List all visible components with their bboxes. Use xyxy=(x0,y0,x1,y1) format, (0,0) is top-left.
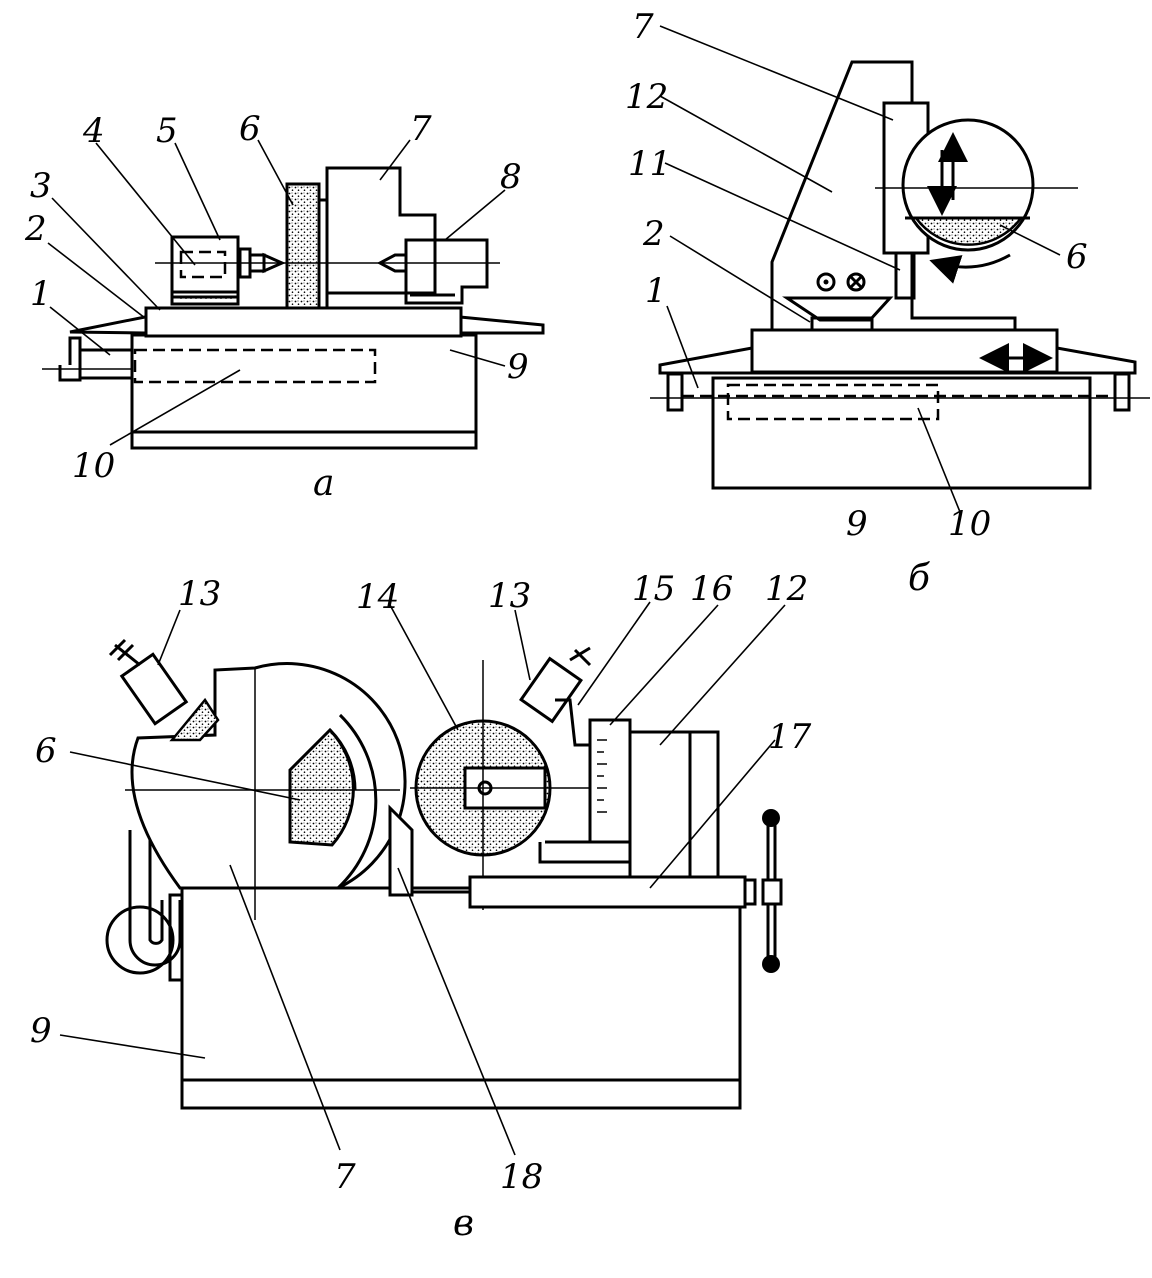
dresser-13-left xyxy=(108,638,189,726)
bed-9-b xyxy=(711,376,1092,490)
label-a-8: 8 xyxy=(500,157,522,197)
label-b-11: 11 xyxy=(628,144,671,184)
wheelhead-7-a xyxy=(325,166,437,295)
labels-b: 7 12 11 2 1 6 9 10 б xyxy=(625,7,1088,599)
lead-screw-10-a xyxy=(133,348,377,384)
label-a-5: 5 xyxy=(156,111,178,151)
handle-v xyxy=(761,809,783,973)
label-a-3: 3 xyxy=(30,166,52,206)
rest-18-v xyxy=(388,804,414,897)
label-b-6: 6 xyxy=(1066,237,1088,277)
label-b-12: 12 xyxy=(625,77,668,117)
label-a-7: 7 xyxy=(410,109,432,149)
label-v-13-right: 13 xyxy=(488,576,531,616)
label-v-7: 7 xyxy=(334,1157,356,1197)
label-b-2: 2 xyxy=(642,214,665,254)
label-v-18: 18 xyxy=(500,1157,543,1197)
caption-b: б xyxy=(908,558,931,599)
label-b-10: 10 xyxy=(948,504,991,544)
panel-v xyxy=(59,601,786,1156)
wheel-6-a xyxy=(285,182,321,310)
rod-17-v xyxy=(468,875,747,909)
label-b-9: 9 xyxy=(846,504,868,544)
table-2-a xyxy=(144,306,463,338)
bed-9-v xyxy=(180,886,742,1110)
headstock-5-a xyxy=(170,235,240,299)
label-v-13-left: 13 xyxy=(178,574,221,614)
label-a-2: 2 xyxy=(24,209,47,249)
label-v-14: 14 xyxy=(356,577,399,617)
label-v-15: 15 xyxy=(632,569,675,609)
tailstock-8-a xyxy=(404,238,489,305)
scale-16-v xyxy=(588,718,632,844)
label-v-6: 6 xyxy=(35,731,57,771)
panel-b xyxy=(650,25,1150,513)
slide-11-b xyxy=(894,251,916,300)
slide-12-v xyxy=(628,730,720,879)
caption-a: а xyxy=(313,463,334,504)
label-a-10: 10 xyxy=(72,446,115,486)
caption-v: в xyxy=(453,1203,474,1244)
wheel-6-b xyxy=(913,216,1024,246)
label-a-1: 1 xyxy=(30,274,52,314)
label-a-4: 4 xyxy=(82,111,105,151)
panel-a xyxy=(42,139,545,450)
dresser-13-right xyxy=(519,646,592,724)
label-v-9: 9 xyxy=(30,1011,52,1051)
label-a-9: 9 xyxy=(507,347,529,387)
labels-a: 1 2 3 4 5 6 7 8 9 10 а xyxy=(24,109,529,504)
label-b-7: 7 xyxy=(632,7,654,47)
label-b-1: 1 xyxy=(645,271,667,311)
labels-v: 13 14 13 15 16 12 17 6 9 7 18 в xyxy=(30,569,812,1244)
label-v-12: 12 xyxy=(765,569,808,609)
handwheel-1-a xyxy=(78,348,134,380)
label-a-6: 6 xyxy=(239,109,261,149)
label-v-16: 16 xyxy=(690,569,733,609)
label-v-17: 17 xyxy=(768,717,812,757)
lead-screw-10-b xyxy=(726,383,940,421)
table-2-b xyxy=(750,328,1059,374)
